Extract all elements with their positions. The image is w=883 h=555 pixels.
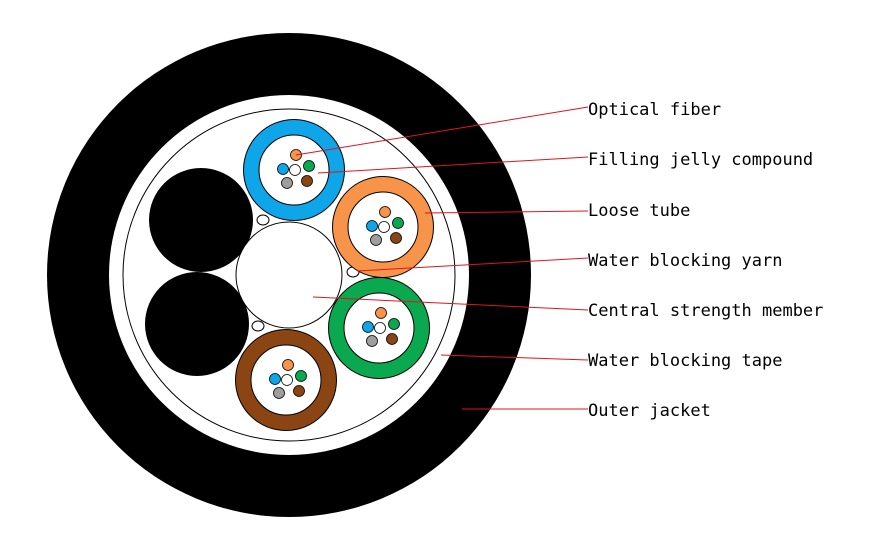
optical-fiber-brown (293, 385, 305, 397)
optical-fiber-green (303, 160, 315, 172)
leader-water-blocking-yarn (356, 257, 589, 272)
central-strength-member (235, 221, 343, 329)
label-central-strength-member: Central strength member (588, 301, 823, 321)
loose-tubes-group (235, 119, 434, 431)
leader-loose-tube (424, 210, 589, 214)
filler-rod-2 (145, 272, 249, 376)
optical-fiber-white (289, 164, 301, 176)
optical-fiber-orange (379, 206, 391, 218)
optical-fiber-brown (301, 175, 313, 187)
optical-fiber-blue (362, 321, 374, 333)
label-water-blocking-yarn: Water blocking yarn (588, 251, 782, 271)
optical-fiber-brown (390, 232, 402, 244)
label-loose-tube: Loose tube (588, 201, 690, 221)
optical-fiber-orange (375, 307, 387, 319)
optical-fiber-blue (277, 163, 289, 175)
leader-central-strength-member (312, 296, 589, 311)
inner-sheath-line (122, 108, 456, 442)
label-outer-jacket: Outer jacket (588, 401, 711, 421)
leader-water-blocking-tape (440, 354, 589, 361)
optical-fiber-green (388, 318, 400, 330)
leader-optical-fiber (295, 106, 589, 156)
loose-tube-orange (332, 176, 434, 278)
optical-fiber-gray (281, 177, 293, 189)
optical-fiber-white (378, 221, 390, 233)
label-water-blocking-tape: Water blocking tape (588, 351, 782, 371)
optical-fiber-white (374, 322, 386, 334)
label-filling-jelly-compound: Filling jelly compound (588, 150, 813, 170)
optical-fiber-orange (282, 359, 294, 371)
water-blocking-yarn-1 (256, 214, 270, 226)
filler-rod-1 (149, 168, 253, 272)
optical-fiber-white (281, 374, 293, 386)
optical-fiber-gray (273, 387, 285, 399)
optical-fiber-brown (386, 333, 398, 345)
optical-fiber-gray (370, 234, 382, 246)
leader-lines (295, 106, 589, 410)
leader-filling-jelly (317, 156, 589, 174)
loose-tube-green (328, 277, 430, 379)
water-blocking-yarn-3 (251, 320, 265, 332)
optical-fiber-green (392, 217, 404, 229)
optical-fiber-green (295, 370, 307, 382)
optical-fiber-blue (366, 220, 378, 232)
loose-tube-blue (243, 119, 345, 221)
label-optical-fiber: Optical fiber (588, 100, 721, 120)
loose-tube-brown (235, 329, 337, 431)
optical-fiber-gray (366, 335, 378, 347)
optical-fiber-blue (269, 373, 281, 385)
